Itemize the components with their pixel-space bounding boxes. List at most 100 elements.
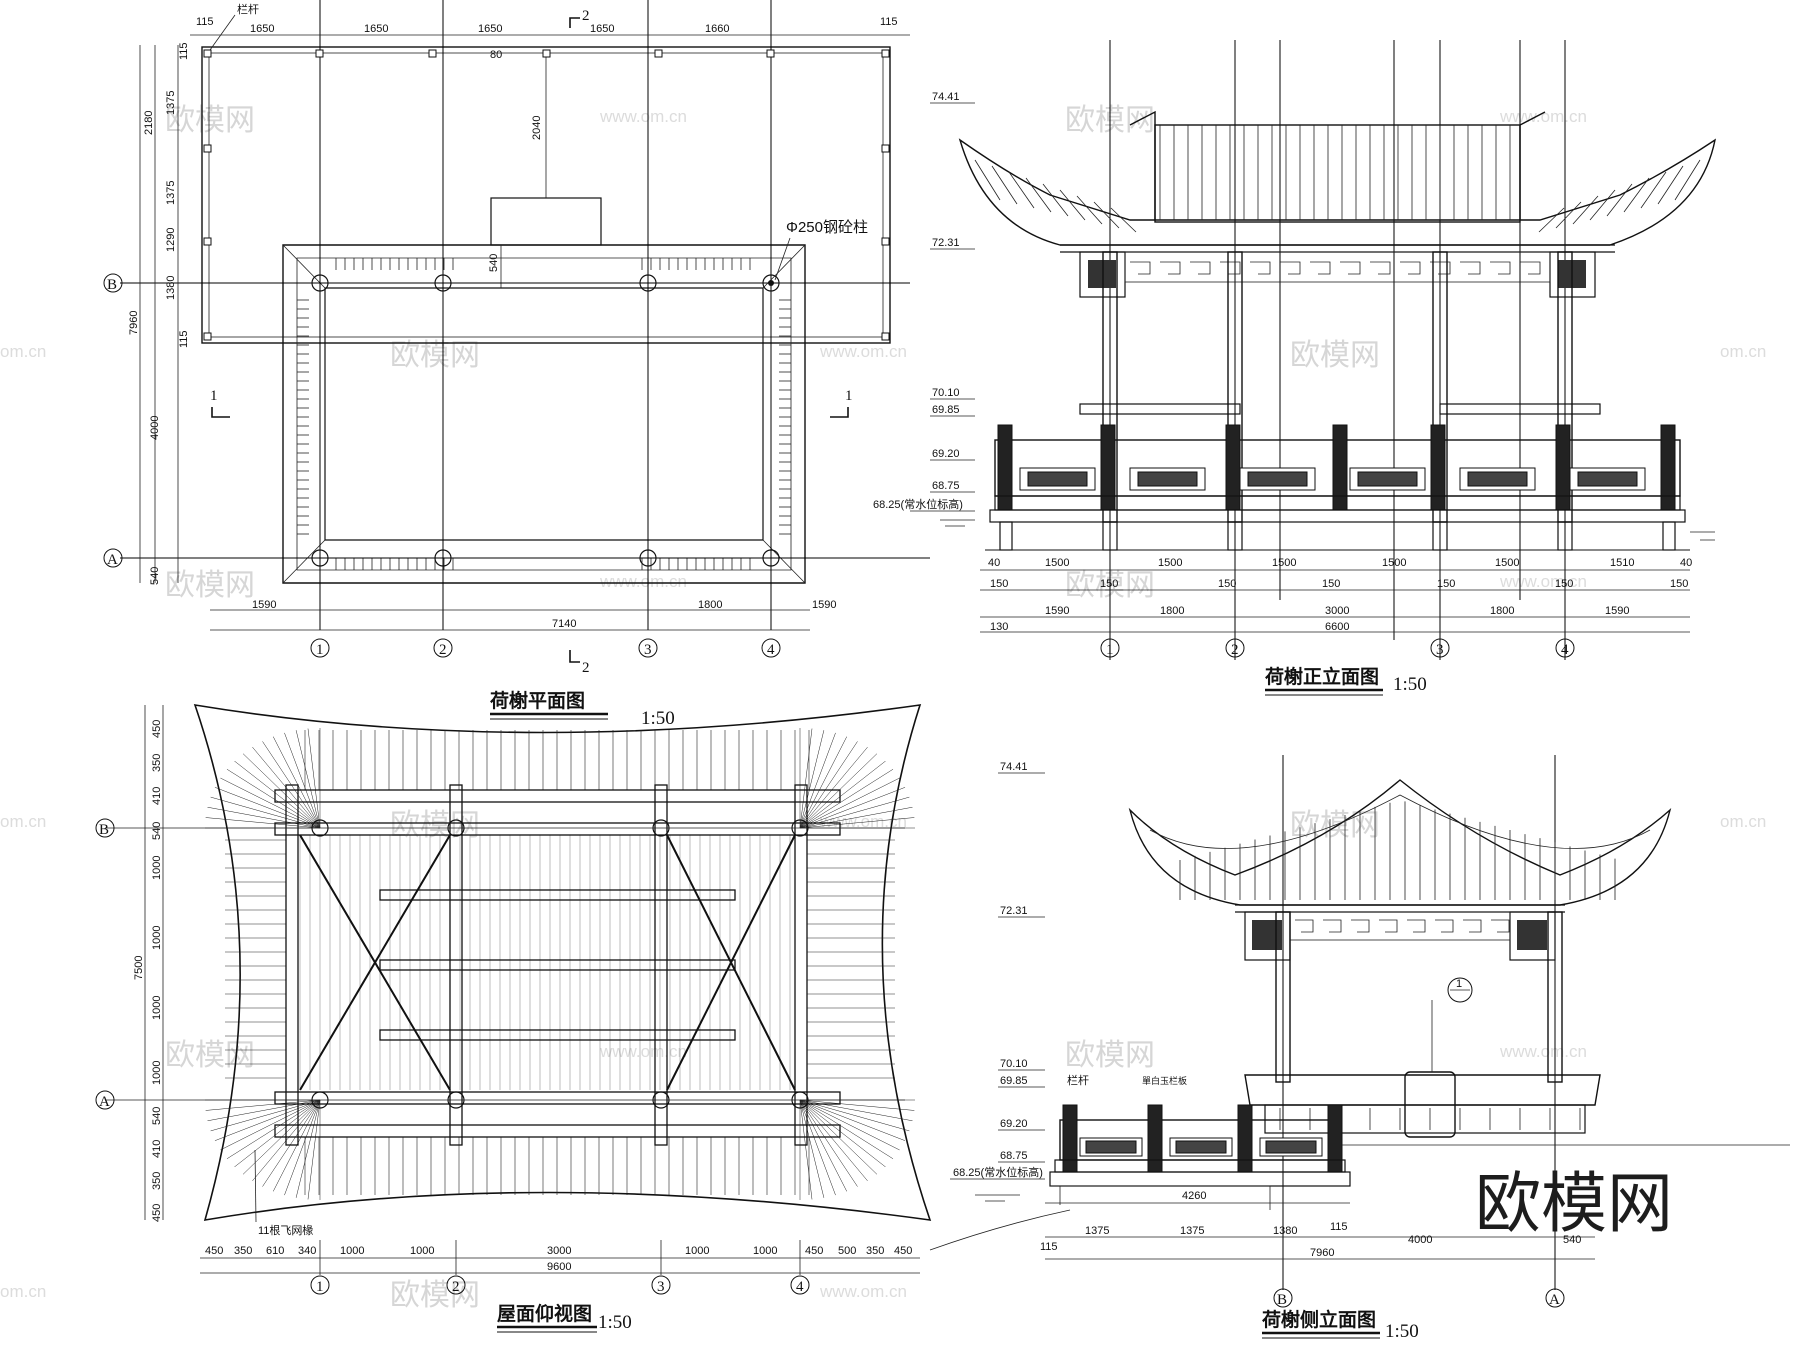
baluster-post bbox=[1237, 1104, 1253, 1173]
hatch-line bbox=[799, 741, 858, 829]
roof-dim-bottom: 340 bbox=[298, 1245, 316, 1257]
hatch-line bbox=[799, 777, 900, 829]
plan-column-note: Φ250钢砼柱 bbox=[786, 219, 868, 236]
roof-axis-1: 1 bbox=[316, 1279, 324, 1295]
front-dim: 6600 bbox=[1325, 621, 1349, 633]
roof-dim-bottom: 1000 bbox=[753, 1245, 777, 1257]
lotus-carving bbox=[1357, 471, 1418, 487]
watermark-url: om.cn bbox=[0, 342, 46, 361]
side-dim: 115 bbox=[1330, 1221, 1348, 1233]
watermark-url: www.om.cn bbox=[1499, 572, 1587, 591]
roof-dim-bottom: 350 bbox=[866, 1245, 884, 1257]
baluster-post bbox=[1332, 424, 1348, 511]
plan-title: 荷榭平面图 bbox=[490, 689, 585, 712]
hatch-line bbox=[207, 806, 321, 829]
baluster-post bbox=[1062, 1104, 1078, 1173]
front-elevation-labels: 74.41 72.31 70.10 69.85 69.20 68.75 68.2… bbox=[873, 91, 975, 527]
hatch-line bbox=[799, 1099, 825, 1198]
side-elev-label: 70.10 bbox=[1000, 1058, 1028, 1070]
front-elev-label: 72.31 bbox=[932, 237, 960, 249]
hatch-line bbox=[1606, 183, 1633, 217]
plan-dim-left: 1375 bbox=[165, 91, 177, 115]
side-elev-label: 69.20 bbox=[1000, 1118, 1028, 1130]
hatch-line bbox=[799, 1099, 906, 1141]
hatch-line bbox=[1076, 195, 1103, 225]
plan-dim-left: 1380 bbox=[165, 276, 177, 300]
front-dim: 150 bbox=[1670, 578, 1688, 590]
hatch-line bbox=[799, 746, 868, 829]
hatch-line bbox=[799, 1099, 813, 1200]
hatch-line bbox=[273, 736, 321, 829]
side-dim: 1375 bbox=[1085, 1225, 1109, 1237]
plan-dim-top: 1650 bbox=[364, 23, 388, 35]
lotus-carving bbox=[1137, 471, 1198, 487]
hatch-line bbox=[1674, 159, 1701, 201]
watermark-text: 欧模网 bbox=[390, 338, 480, 373]
watermark-url: www.om.cn bbox=[599, 107, 687, 126]
side-elev-label: 68.25(常水位标高) bbox=[953, 1165, 1043, 1179]
hatch-line bbox=[1555, 201, 1582, 229]
front-elev-label: 70.10 bbox=[932, 387, 960, 399]
plan-dim-left: 115 bbox=[178, 42, 190, 60]
side-elev-label: 72.31 bbox=[1000, 905, 1028, 917]
watermark-url: om.cn bbox=[0, 1282, 46, 1301]
hatch-line bbox=[799, 732, 836, 829]
roof-dim-left: 350 bbox=[151, 754, 163, 772]
side-dim: 115 bbox=[1040, 1241, 1058, 1253]
hatch-line bbox=[799, 1099, 894, 1159]
front-dim: 1500 bbox=[1272, 557, 1296, 569]
front-dim: 150 bbox=[1322, 578, 1340, 590]
hatch-line bbox=[1025, 177, 1052, 213]
hatch-line bbox=[214, 787, 321, 829]
baluster-post bbox=[1430, 424, 1446, 511]
roof-dim-left: 450 bbox=[151, 720, 163, 738]
front-axis-4: 4 bbox=[1561, 642, 1569, 658]
brand-watermark: 欧模网 bbox=[1475, 1165, 1673, 1242]
roof-dim-bottom-total: 9600 bbox=[547, 1261, 571, 1273]
baluster-post bbox=[1100, 424, 1116, 511]
watermark-text: 欧模网 bbox=[390, 808, 480, 843]
watermark-text: 欧模网 bbox=[1290, 338, 1380, 373]
front-dim: 1500 bbox=[1045, 557, 1069, 569]
roof-dim-bottom: 450 bbox=[894, 1245, 912, 1257]
hatch-line bbox=[799, 728, 813, 829]
plan-dim-top: 115 bbox=[880, 16, 898, 28]
hatch-line bbox=[307, 1099, 321, 1200]
plan-dim-left: 4000 bbox=[149, 416, 161, 440]
side-elev-label: 74.41 bbox=[1000, 761, 1028, 773]
hatch-line bbox=[1640, 171, 1667, 209]
plan-axis-B: B bbox=[107, 277, 117, 293]
hatch-line bbox=[974, 159, 1001, 201]
roof-dim-bottom: 1000 bbox=[410, 1245, 434, 1257]
hatch-line bbox=[991, 165, 1018, 205]
plan-dim-top: 1650 bbox=[250, 23, 274, 35]
hatch-line bbox=[226, 769, 321, 829]
roof-scale: 1:50 bbox=[598, 1312, 632, 1333]
roof-dim-bottom: 450 bbox=[805, 1245, 823, 1257]
baluster-post bbox=[1555, 424, 1571, 511]
front-dim: 130 bbox=[990, 621, 1008, 633]
hatch-line bbox=[307, 728, 321, 829]
watermark-url: www.om.cn bbox=[1499, 107, 1587, 126]
hatch-line bbox=[799, 736, 847, 829]
front-dim: 40 bbox=[1680, 557, 1692, 569]
hatch-line bbox=[799, 753, 878, 829]
hatch-line bbox=[284, 1099, 321, 1196]
roof-axis-B: B bbox=[99, 822, 109, 838]
side-elev-label: 69.85 bbox=[1000, 1075, 1028, 1087]
baluster-post bbox=[1327, 1104, 1343, 1173]
watermark-text: 欧模网 bbox=[165, 568, 255, 603]
front-elev-label: 69.20 bbox=[932, 448, 960, 460]
side-scale: 1:50 bbox=[1385, 1321, 1419, 1342]
roof-dim-left: 1000 bbox=[151, 996, 163, 1020]
hatch-line bbox=[205, 817, 321, 829]
front-elev-label: 68.75 bbox=[932, 480, 960, 492]
roof-dim-left: 410 bbox=[151, 787, 163, 805]
roof-dim-bottom: 3000 bbox=[547, 1245, 571, 1257]
hatch-line bbox=[799, 1099, 910, 1132]
hatch-line bbox=[799, 787, 906, 829]
hatch-line bbox=[234, 760, 321, 829]
hatch-line bbox=[220, 777, 321, 829]
lotus-carving bbox=[1577, 471, 1638, 487]
